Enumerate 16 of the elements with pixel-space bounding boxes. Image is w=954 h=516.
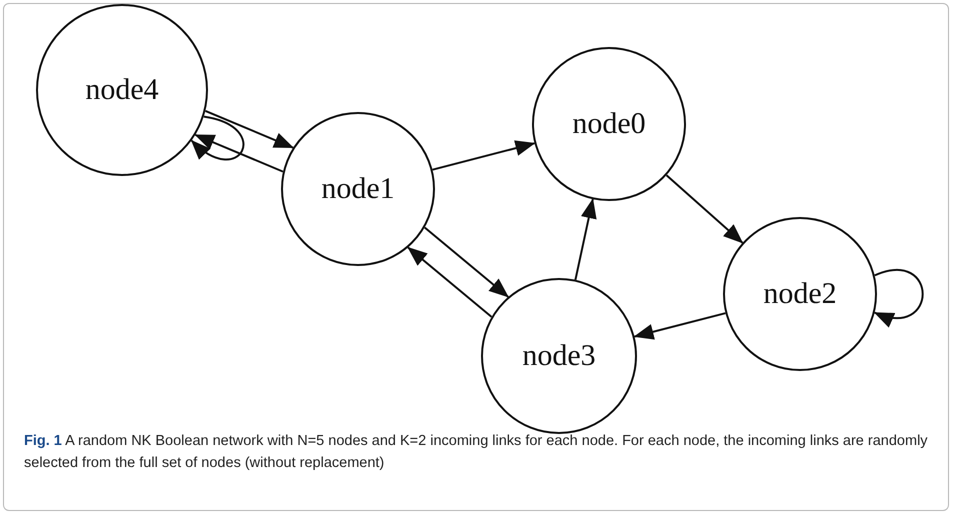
figure-caption: Fig. 1 A random NK Boolean network with N=5 nodes and K=2 incoming links for each node. For each node, the incoming links are randomly selected from the full set of nodes (without replacement) [24,432,929,473]
arrow [432,140,536,171]
arrow [424,226,509,298]
node-label: node3 [522,339,596,373]
arrow [190,116,244,160]
node-label: node1 [321,172,395,206]
arrow [407,246,492,318]
arrow [574,198,597,280]
node-label: node4 [85,73,159,107]
arrow [666,174,744,244]
arrow [194,134,284,173]
node-label: node0 [572,107,646,141]
arrow [874,269,924,326]
arrow [634,312,726,340]
arrow [205,110,294,149]
node-label: node2 [763,277,837,311]
